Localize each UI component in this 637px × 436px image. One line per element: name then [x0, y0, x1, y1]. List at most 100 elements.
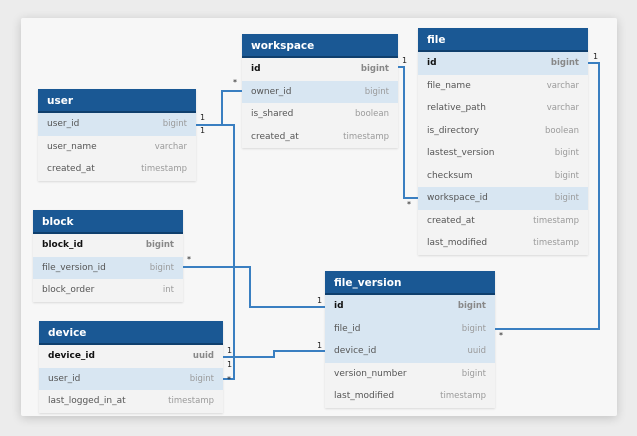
field-type: bigint [189, 373, 214, 384]
card-fv-id-one: 1 [317, 296, 323, 305]
field-type: timestamp [168, 396, 214, 406]
field-name: device_id [334, 346, 377, 356]
field-row[interactable]: block_order int [33, 279, 183, 302]
field-type: bigint [162, 119, 187, 129]
table-header[interactable]: file_version [325, 271, 495, 295]
field-type: bigint [360, 64, 389, 74]
field-type: varchar [546, 103, 579, 113]
field-name: file_id [334, 323, 361, 334]
field-type: timestamp [533, 238, 579, 248]
table-user[interactable]: user user_id bigint user_name varchar created… [38, 89, 196, 181]
field-row[interactable]: relative_path varchar [418, 97, 588, 120]
field-row[interactable]: created_at timestamp [38, 158, 196, 181]
field-name: file_name [427, 80, 471, 91]
field-name: id [251, 64, 261, 74]
field-type: bigint [461, 368, 486, 379]
card-file-ws-many: * [407, 200, 411, 209]
field-row[interactable]: file_id bigint [325, 317, 495, 340]
field-row[interactable]: device_id uuid [39, 345, 223, 368]
card-device-one: 1 [227, 346, 233, 355]
field-name: created_at [47, 164, 95, 174]
field-name: file_version_id [42, 262, 106, 273]
field-type: bigint [149, 262, 174, 273]
table-workspace[interactable]: workspace id bigint owner_id bigint is_shared… [242, 34, 398, 148]
field-type: timestamp [343, 131, 389, 142]
field-type: bigint [461, 323, 486, 334]
field-type: varchar [546, 80, 579, 91]
table-header[interactable]: user [38, 89, 196, 113]
field-row[interactable]: user_id bigint [39, 367, 223, 390]
field-row[interactable]: owner_id bigint [242, 80, 398, 103]
field-type: bigint [145, 240, 174, 250]
field-name: user_name [47, 141, 97, 152]
field-type: bigint [364, 86, 389, 97]
table-header[interactable]: block [33, 210, 183, 234]
field-row[interactable]: file_name varchar [418, 75, 588, 98]
field-row[interactable]: last_logged_in_at timestamp [39, 390, 223, 413]
card-fv-device-one: 1 [317, 341, 323, 350]
field-name: last_modified [334, 391, 395, 401]
field-type: timestamp [141, 164, 187, 174]
field-row[interactable]: workspace_id bigint [418, 187, 588, 210]
field-type: uuid [192, 351, 214, 361]
field-type: int [162, 285, 174, 295]
field-row[interactable]: user_name varchar [38, 136, 196, 159]
card-file-id-one: 1 [593, 52, 599, 61]
card-ws-id-one: 1 [402, 56, 408, 65]
card-block-many: * [187, 255, 191, 264]
field-name: owner_id [251, 86, 292, 97]
field-type: bigint [457, 301, 486, 311]
card-device-user-many: * [227, 375, 231, 384]
field-name: workspace_id [427, 193, 488, 203]
field-type: bigint [554, 148, 579, 158]
field-row[interactable]: is_shared boolean [242, 103, 398, 126]
field-row[interactable]: created_at timestamp [418, 210, 588, 233]
field-name: created_at [251, 131, 299, 142]
field-name: user_id [48, 373, 81, 384]
field-type: bigint [554, 193, 579, 203]
table-header[interactable]: device [39, 321, 223, 345]
field-row[interactable]: last_modified timestamp [418, 232, 588, 255]
field-type: boolean [355, 109, 389, 119]
table-header[interactable]: file [418, 28, 588, 52]
field-row[interactable]: last_modified timestamp [325, 385, 495, 408]
card-fv-file-many: * [499, 331, 503, 340]
field-type: timestamp [533, 215, 579, 226]
field-name: block_order [42, 285, 95, 295]
field-name: last_modified [427, 238, 488, 248]
field-row[interactable]: version_number bigint [325, 363, 495, 386]
field-name: device_id [48, 351, 95, 361]
card-user-ws-one: 1 [200, 113, 206, 122]
field-name: last_logged_in_at [48, 396, 126, 406]
field-name: id [427, 58, 437, 68]
card-device-user-one: 1 [227, 360, 233, 369]
field-type: varchar [154, 141, 187, 152]
field-name: version_number [334, 368, 407, 379]
field-name: created_at [427, 215, 475, 226]
field-name: user_id [47, 119, 80, 129]
table-device[interactable]: device device_id uuid user_id bigint last_log… [39, 321, 223, 413]
field-row[interactable]: user_id bigint [38, 113, 196, 136]
field-type: boolean [545, 125, 579, 136]
field-row[interactable]: id bigint [242, 58, 398, 81]
field-name: is_shared [251, 109, 294, 119]
table-header[interactable]: workspace [242, 34, 398, 58]
field-name: checksum [427, 170, 473, 181]
card-user-device-one: 1 [200, 126, 206, 135]
field-row[interactable]: file_version_id bigint [33, 256, 183, 279]
field-name: lastest_version [427, 148, 495, 158]
field-row[interactable]: lastest_version bigint [418, 142, 588, 165]
field-type: timestamp [440, 391, 486, 401]
card-ws-owner-many: * [233, 78, 237, 87]
field-name: relative_path [427, 103, 486, 113]
field-row[interactable]: created_at timestamp [242, 126, 398, 149]
